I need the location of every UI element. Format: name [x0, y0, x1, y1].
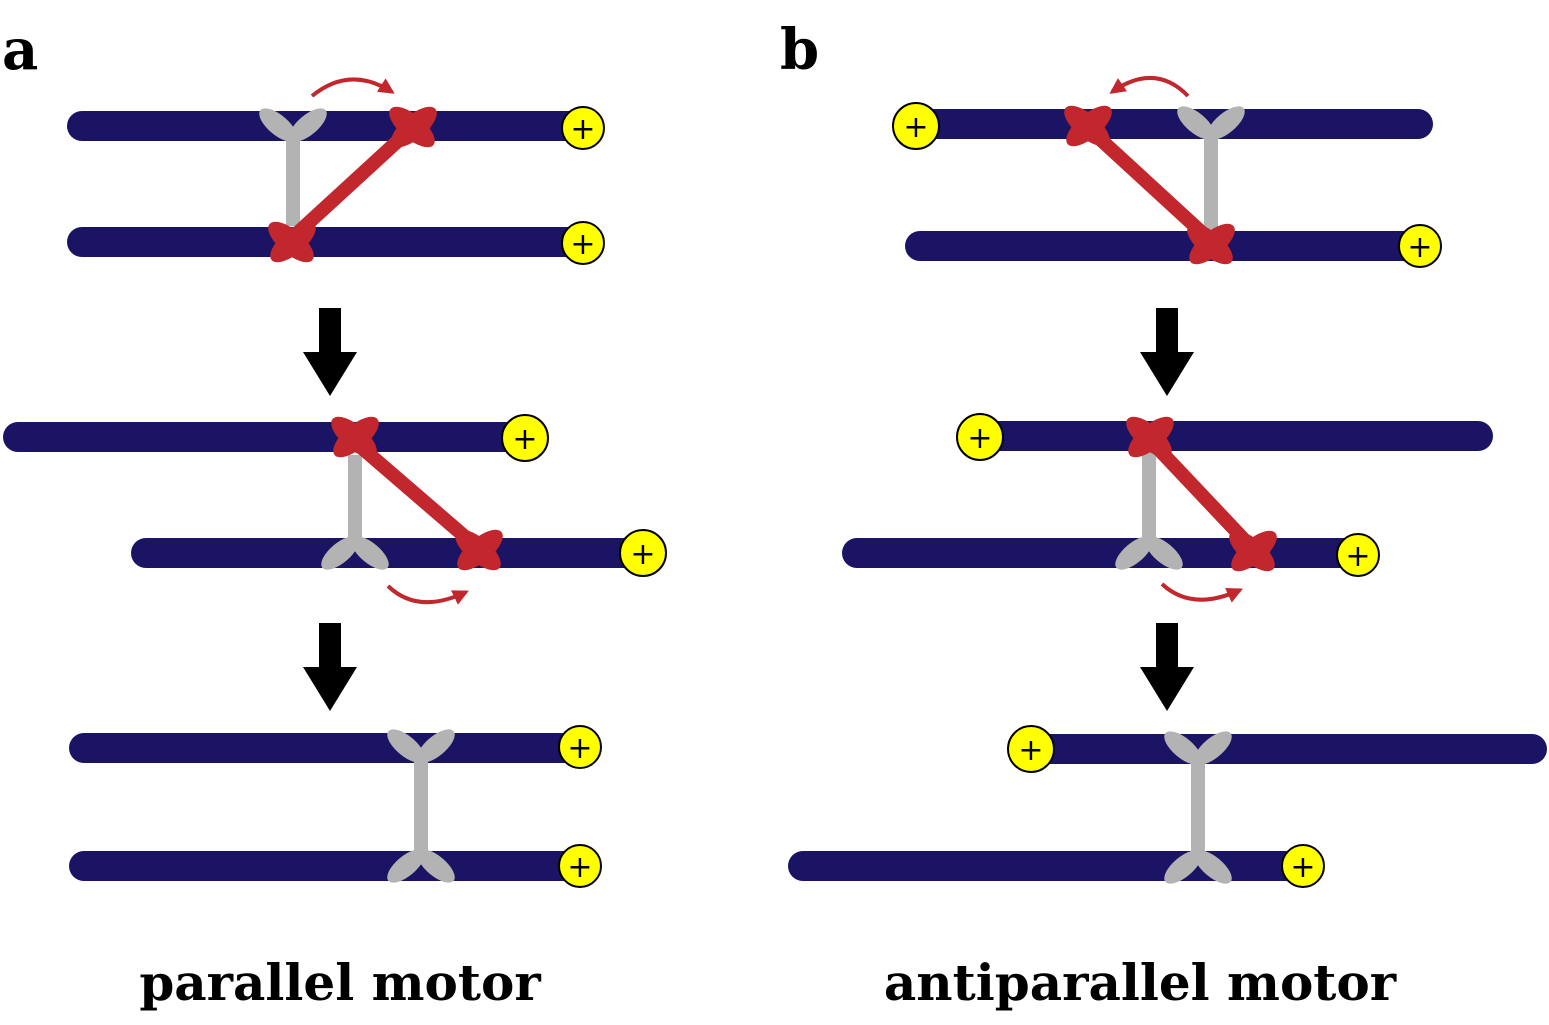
svg-text:+: + [1290, 850, 1315, 885]
svg-text:+: + [1018, 733, 1043, 768]
panel-a-stage-1: + + [67, 77, 605, 265]
panel-a-stage-2: + + [3, 414, 667, 605]
plus-end-icon: + [561, 221, 605, 265]
inactive-motor [321, 455, 389, 570]
panel-b-stage-1: + + [892, 76, 1442, 268]
svg-text:+: + [512, 422, 537, 457]
plus-end-icon: + [892, 102, 940, 150]
active-motor [1064, 105, 1235, 265]
svg-text:+: + [630, 537, 655, 572]
transition-arrow-icon [303, 308, 357, 396]
step-arrow-icon [310, 77, 395, 98]
svg-text:+: + [567, 731, 592, 766]
svg-text:+: + [903, 110, 928, 145]
transition-arrow-icon [1140, 623, 1194, 711]
step-arrow-icon [386, 584, 469, 605]
plus-end-icon: + [956, 413, 1004, 461]
active-motor [268, 106, 437, 263]
inactive-motor [1177, 106, 1245, 232]
svg-text:+: + [967, 421, 992, 456]
svg-text:+: + [570, 112, 595, 147]
svg-text:+: + [1407, 230, 1432, 265]
active-motor [331, 416, 503, 571]
caption-parallel-motor: parallel motor [139, 953, 541, 1012]
panel-b-stage-3: + + [788, 725, 1547, 888]
panel-b-stage-2: + + [842, 413, 1493, 603]
plus-end-icon: + [1281, 844, 1325, 888]
transition-arrow-icon [303, 623, 357, 711]
panel-a: + + [3, 77, 667, 888]
panel-letter-a: a [2, 17, 39, 83]
plus-end-icon: + [1007, 725, 1055, 773]
svg-text:+: + [1345, 539, 1370, 574]
plus-end-icon: + [558, 725, 602, 769]
svg-text:+: + [567, 850, 592, 885]
plus-end-icon: + [561, 106, 605, 150]
plus-end-icon: + [501, 414, 549, 462]
inactive-motor [1115, 452, 1183, 570]
panel-b: + + [788, 76, 1547, 888]
panel-letter-b: b [780, 17, 820, 83]
panel-a-stage-3: + + [69, 725, 602, 888]
plus-end-icon: + [558, 844, 602, 888]
plus-end-icon: + [1398, 224, 1442, 268]
inactive-motor [1164, 731, 1232, 884]
plus-end-icon: + [619, 529, 667, 577]
step-arrow-icon [1109, 76, 1190, 98]
step-arrow-icon [1160, 582, 1243, 603]
svg-text:+: + [570, 227, 595, 262]
caption-antiparallel-motor: antiparallel motor [883, 953, 1397, 1012]
inactive-motor [259, 108, 327, 226]
plus-end-icon: + [1336, 533, 1380, 577]
active-motor [1126, 416, 1277, 572]
transition-arrow-icon [1140, 308, 1194, 396]
inactive-motor [387, 729, 455, 883]
